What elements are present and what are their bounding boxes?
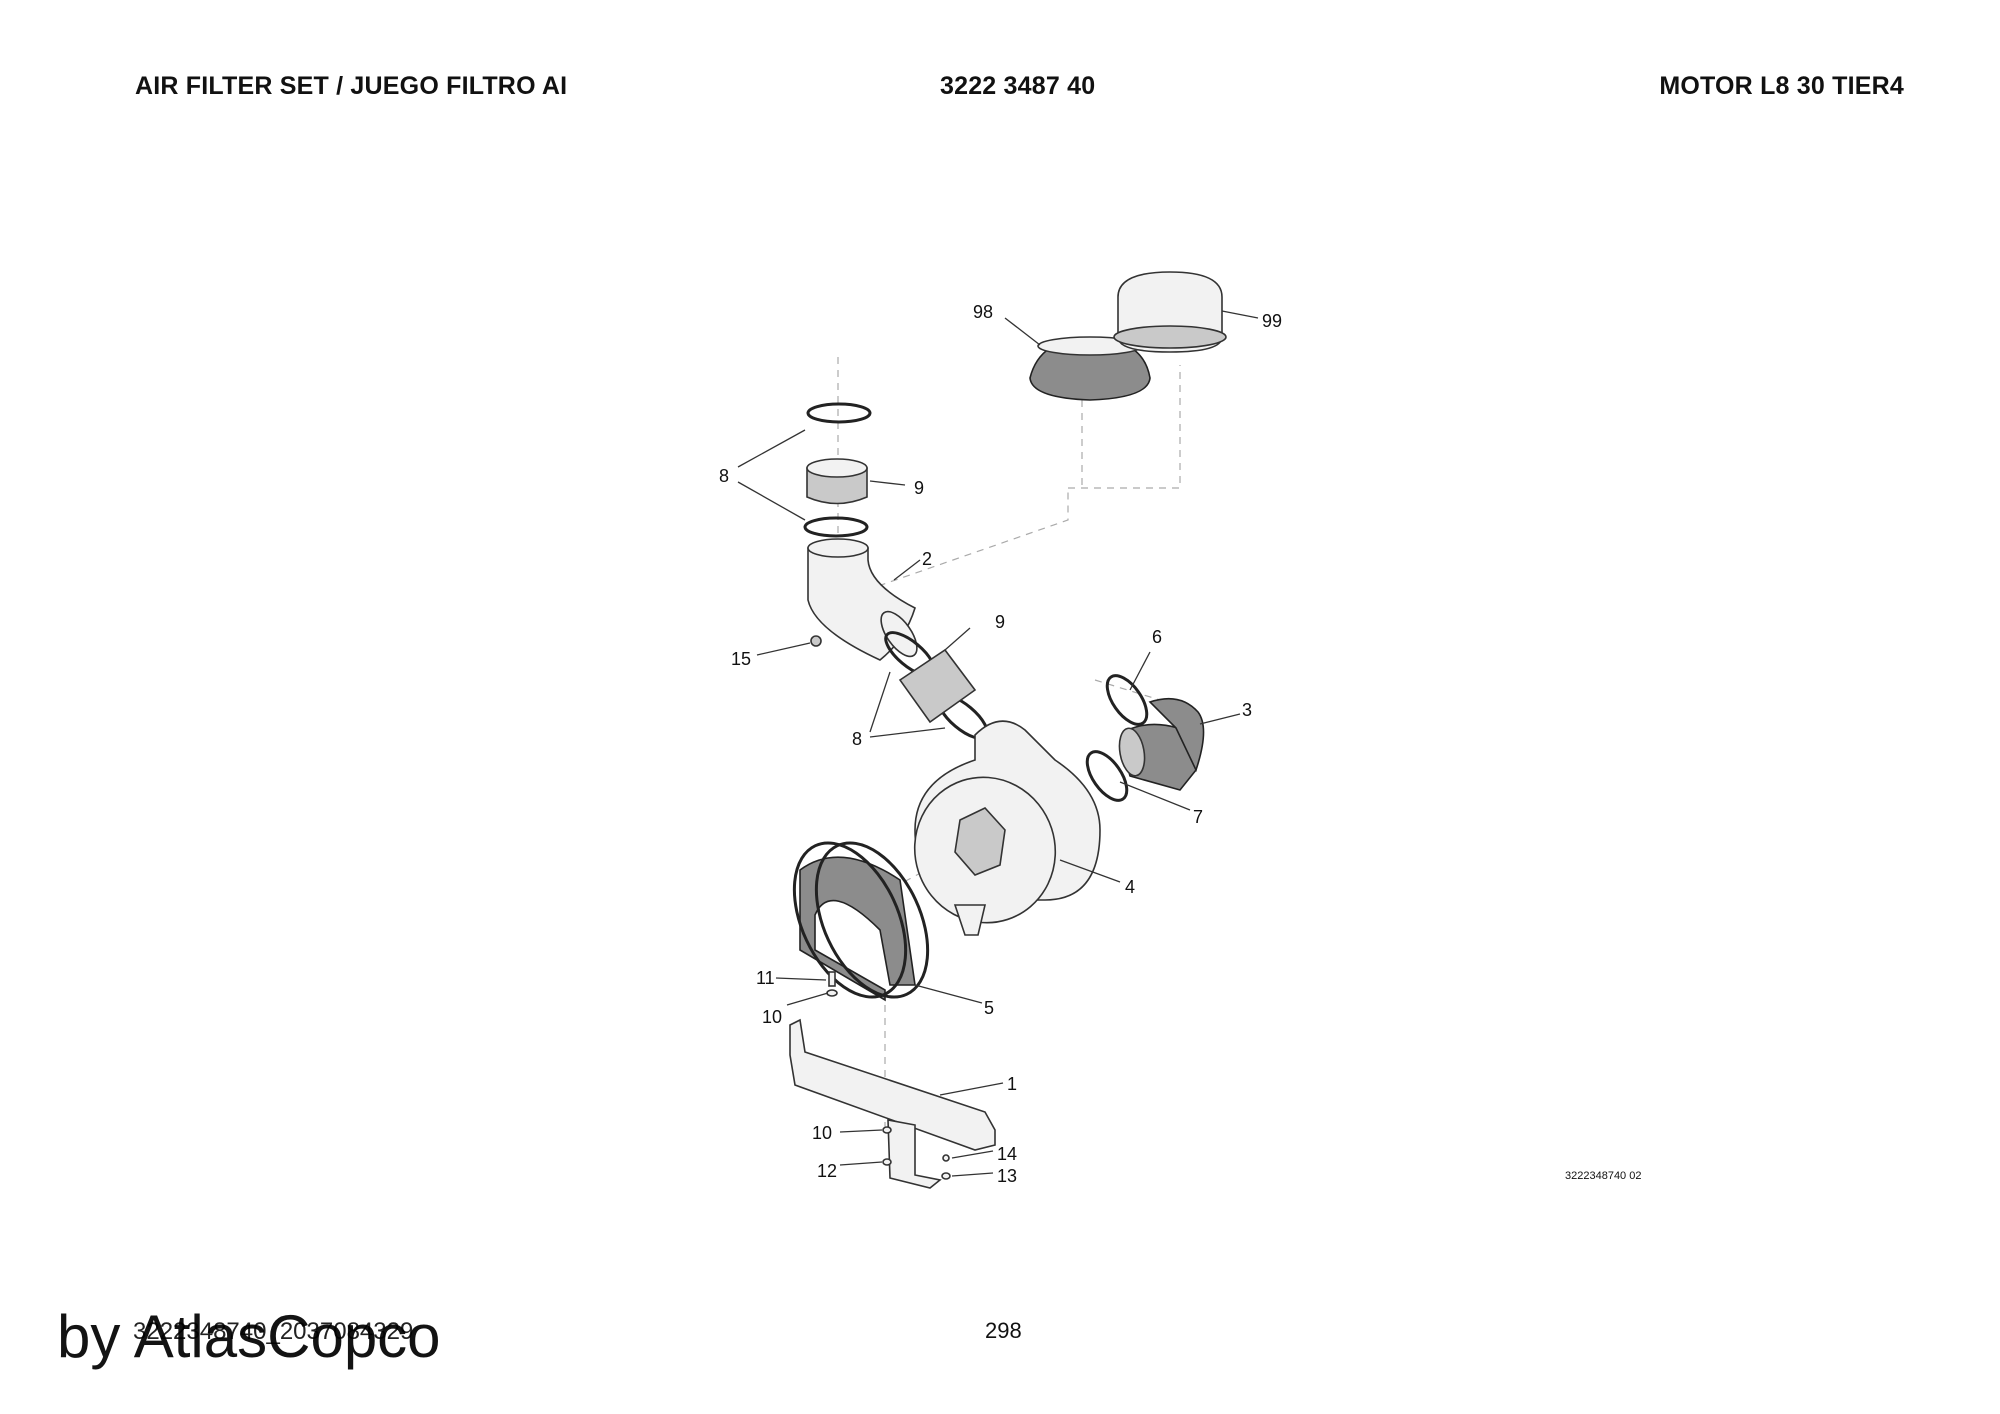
machine-model: MOTOR L8 30 TIER4 xyxy=(1659,72,1904,100)
callout-10-upper: 10 xyxy=(762,1007,782,1027)
footer-document-code: 3222348740_2037084329 xyxy=(133,1318,414,1345)
callout-99: 99 xyxy=(1262,311,1282,331)
page-number: 298 xyxy=(985,1318,1022,1343)
washer-14 xyxy=(942,1154,950,1162)
callout-3: 3 xyxy=(1242,700,1252,720)
callout-9-middle: 9 xyxy=(995,612,1005,632)
callout-15: 15 xyxy=(731,649,751,669)
nut-13 xyxy=(941,1172,951,1180)
callout-7: 7 xyxy=(1193,807,1203,827)
callout-1: 1 xyxy=(1007,1074,1017,1094)
nut-12 xyxy=(882,1158,892,1166)
mounting-bracket-5 xyxy=(792,841,930,1002)
hose-clamp-7 xyxy=(1085,750,1129,802)
callout-13: 13 xyxy=(997,1166,1017,1186)
drawing-code: 3222348740 02 xyxy=(1565,1170,1642,1182)
plug-15 xyxy=(810,635,822,647)
rubber-sleeve-9-upper xyxy=(806,458,868,505)
watermark: by AtlasCopco xyxy=(57,1303,441,1370)
page-title: AIR FILTER SET / JUEGO FILTRO AI xyxy=(135,72,568,100)
callout-12: 12 xyxy=(817,1161,837,1181)
washer-10-upper xyxy=(826,989,838,997)
rubber-elbow-hose-3 xyxy=(1118,697,1205,791)
filter-cap-98 xyxy=(1029,336,1151,401)
part-number: 3222 3487 40 xyxy=(940,72,1096,100)
callout-labels: 98 99 8 9 2 15 9 8 6 3 7 4 11 10 5 1 10 … xyxy=(719,302,1282,1186)
elbow-pipe-2 xyxy=(807,538,918,661)
callout-6: 6 xyxy=(1152,627,1162,647)
callout-4: 4 xyxy=(1125,877,1135,897)
rubber-sleeve-9-middle xyxy=(898,648,977,724)
callout-9-upper: 9 xyxy=(914,478,924,498)
leader-lines xyxy=(737,310,1259,1177)
hose-clamp-8-upper xyxy=(803,402,872,538)
callout-5: 5 xyxy=(984,998,994,1018)
callout-8-upper: 8 xyxy=(719,466,729,486)
bolt-11 xyxy=(828,971,836,987)
air-filter-housing-4 xyxy=(913,720,1101,936)
base-plate-1 xyxy=(789,1018,996,1189)
callout-2: 2 xyxy=(922,549,932,569)
callout-10-lower: 10 xyxy=(812,1123,832,1143)
filter-cover-99 xyxy=(1113,271,1227,353)
hose-clamp-6 xyxy=(1105,674,1149,726)
callout-8-middle: 8 xyxy=(852,729,862,749)
callout-11: 11 xyxy=(756,968,775,988)
callout-14: 14 xyxy=(997,1144,1017,1164)
washer-10-lower xyxy=(882,1126,892,1134)
callout-98: 98 xyxy=(973,302,993,322)
